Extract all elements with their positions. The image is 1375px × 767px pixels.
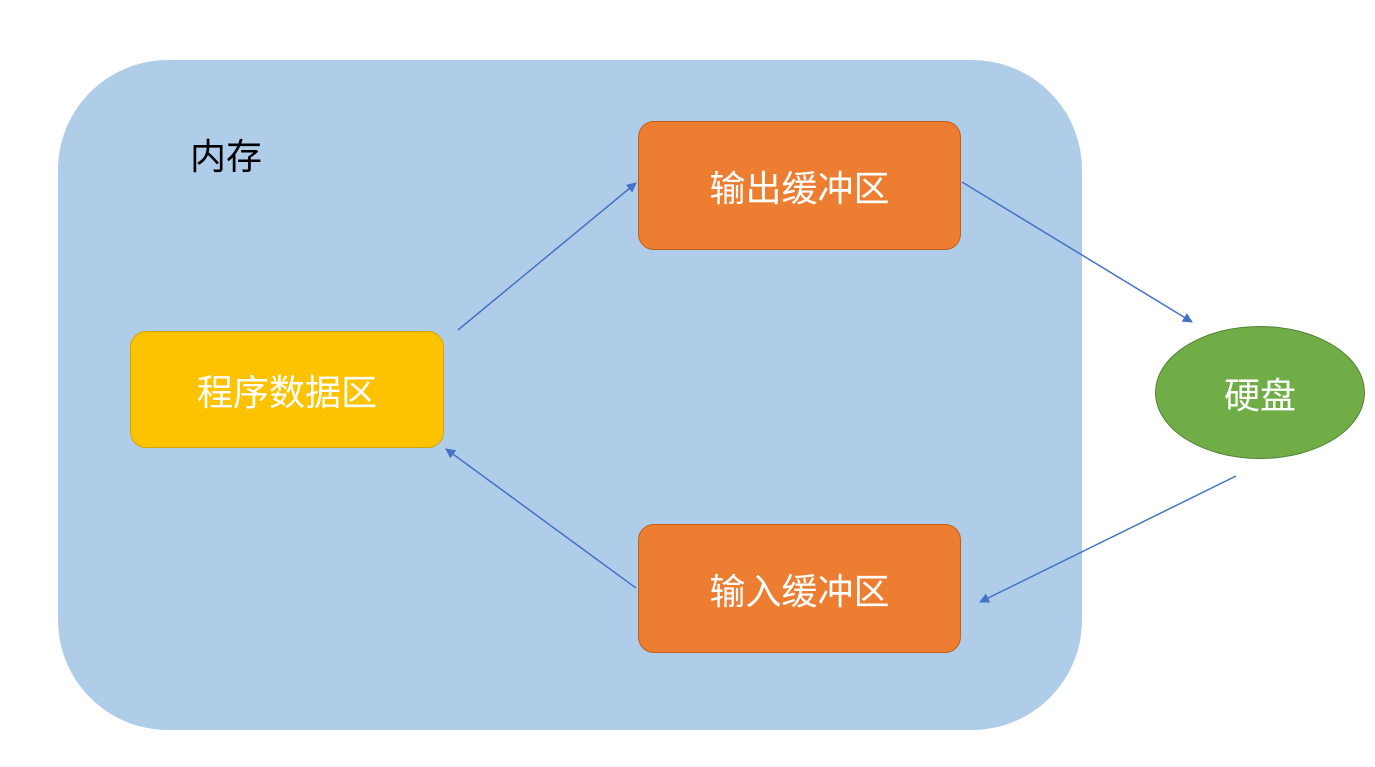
input-buffer: 输入缓冲区 (638, 524, 961, 653)
memory-label: 内存 (190, 137, 263, 178)
program-data-area: 程序数据区 (130, 331, 444, 448)
disk-node: 硬盘 (1155, 326, 1365, 459)
output-buffer: 输出缓冲区 (638, 121, 961, 250)
